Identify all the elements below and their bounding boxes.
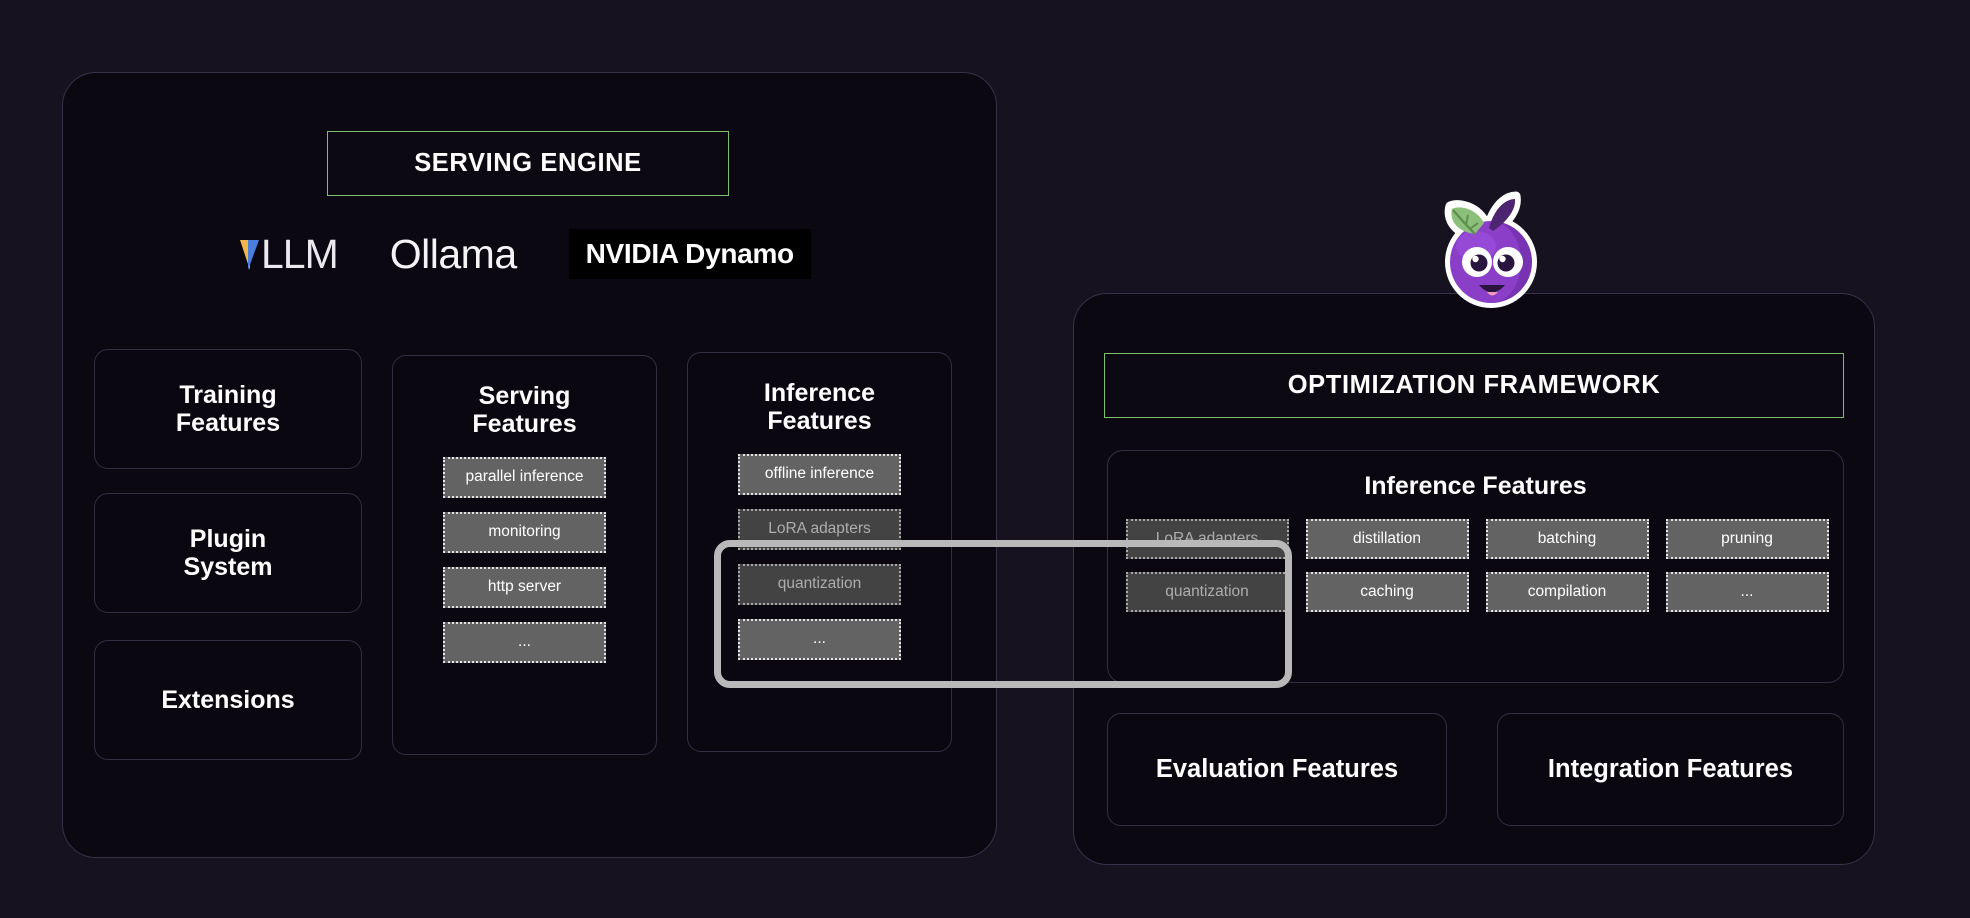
- pill-batching[interactable]: batching: [1485, 519, 1649, 559]
- vllm-v-glyph-icon: [240, 239, 260, 270]
- pill-offline-inference[interactable]: offline inference: [738, 453, 901, 495]
- optimization-inference-features-title: Inference Features: [1364, 472, 1587, 500]
- pill-inference-more[interactable]: ...: [738, 618, 901, 660]
- column-serving-features-title: Serving Features: [472, 382, 577, 439]
- column-inference-features-title: Inference Features: [763, 379, 876, 436]
- pill-lora-adapters-optim[interactable]: LoRA adapters: [1125, 519, 1289, 559]
- card-plugin-system: Plugin System: [94, 493, 362, 613]
- optimization-pill-grid: LoRA adapters distillation batching prun…: [1125, 519, 1829, 612]
- pill-pruning[interactable]: pruning: [1665, 519, 1829, 559]
- serving-engine-logos: LLM Ollama NVIDIA Dynamo: [240, 228, 840, 280]
- nvidia-dynamo-logo: NVIDIA Dynamo: [568, 229, 811, 279]
- column-serving-features: Serving Features parallel inference moni…: [392, 355, 657, 755]
- inference-features-pill-list: offline inference LoRA adapters quantiza…: [688, 453, 951, 660]
- pill-quantization-optim[interactable]: quantization: [1125, 572, 1289, 612]
- pill-serving-more[interactable]: ...: [443, 621, 606, 663]
- column-inference-features: Inference Features offline inference LoR…: [687, 352, 952, 752]
- serving-features-pill-list: parallel inference monitoring http serve…: [393, 456, 656, 663]
- pill-parallel-inference[interactable]: parallel inference: [443, 456, 606, 498]
- card-extensions: Extensions: [94, 640, 362, 760]
- vllm-logo-label: LLM: [261, 230, 339, 277]
- pill-distillation[interactable]: distillation: [1305, 519, 1469, 559]
- card-integration-features: Integration Features: [1497, 713, 1844, 826]
- pill-compilation[interactable]: compilation: [1485, 572, 1649, 612]
- pill-quantization-serving[interactable]: quantization: [738, 563, 901, 605]
- vllm-logo: LLM: [240, 230, 339, 278]
- ollama-logo: Ollama: [389, 230, 517, 277]
- card-evaluation-features: Evaluation Features: [1107, 713, 1447, 826]
- pill-caching[interactable]: caching: [1305, 572, 1469, 612]
- plum-mascot-icon: [1444, 191, 1537, 308]
- pill-http-server[interactable]: http server: [443, 566, 606, 608]
- pill-optim-more[interactable]: ...: [1665, 572, 1829, 612]
- pill-monitoring[interactable]: monitoring: [443, 511, 606, 553]
- serving-engine-title: SERVING ENGINE: [327, 131, 729, 196]
- optimization-inference-features-box: Inference Features LoRA adapters distill…: [1107, 450, 1844, 683]
- card-training-features: Training Features: [94, 349, 362, 469]
- pill-lora-adapters-serving[interactable]: LoRA adapters: [738, 508, 901, 550]
- optimization-framework-title: OPTIMIZATION FRAMEWORK: [1104, 353, 1844, 418]
